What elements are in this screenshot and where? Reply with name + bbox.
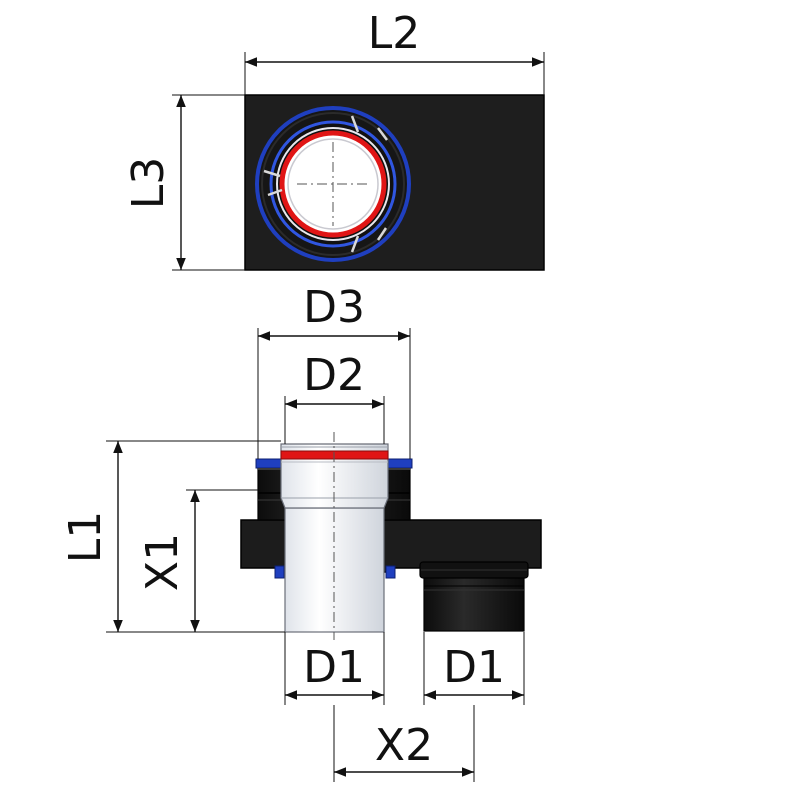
outer-ring-edge bbox=[261, 112, 405, 256]
front-view bbox=[240, 432, 542, 640]
dimension-D2: D2 bbox=[284, 350, 385, 444]
dimension-L3: L3 bbox=[123, 94, 245, 271]
right-outlet-pipe bbox=[423, 571, 525, 632]
clip-tabs bbox=[263, 115, 388, 253]
dimension-L1: L1 bbox=[60, 440, 285, 633]
label-L3: L3 bbox=[123, 157, 174, 210]
dimension-D1-right: D1 bbox=[423, 632, 525, 705]
label-X2: X2 bbox=[375, 720, 433, 771]
mid-white-ring bbox=[276, 127, 390, 241]
top-view bbox=[244, 94, 545, 271]
white-pipe bbox=[284, 507, 385, 633]
label-L2: L2 bbox=[368, 8, 421, 59]
label-L1: L1 bbox=[60, 511, 111, 564]
label-X1: X1 bbox=[137, 533, 188, 591]
collar-blue-band-right bbox=[385, 458, 413, 469]
dimension-X1: X1 bbox=[137, 489, 258, 632]
collar-blue-band-left bbox=[255, 458, 283, 469]
right-bottom-clip bbox=[385, 565, 396, 579]
label-D1-right: D1 bbox=[443, 642, 505, 693]
dimension-X2: X2 bbox=[333, 705, 475, 782]
dimension-D3: D3 bbox=[257, 282, 411, 459]
label-D2: D2 bbox=[303, 350, 365, 401]
dimension-D1-left: D1 bbox=[284, 632, 385, 705]
label-D1-left: D1 bbox=[303, 642, 365, 693]
left-bottom-clip bbox=[274, 565, 285, 579]
label-D3: D3 bbox=[303, 282, 365, 333]
dimension-L2: L2 bbox=[244, 8, 545, 95]
